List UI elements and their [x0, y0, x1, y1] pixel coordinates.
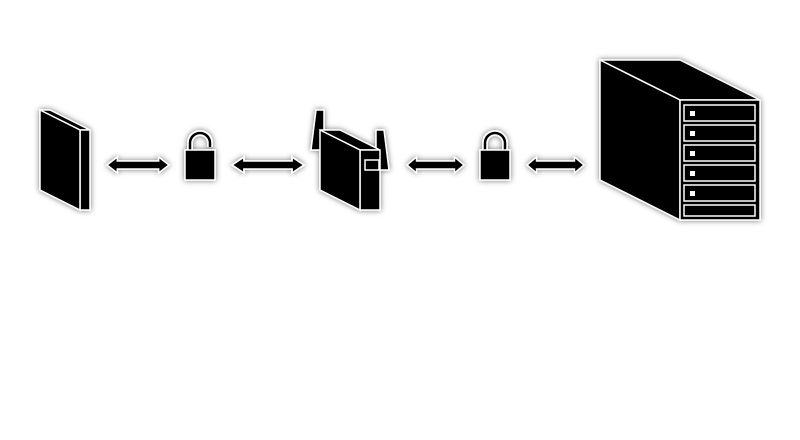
- drive-bay: [683, 144, 756, 162]
- bidirectional-arrow: [526, 156, 585, 174]
- drive-bay: [683, 164, 756, 182]
- padlock-icon: [184, 130, 216, 181]
- drive-bay: [683, 124, 756, 142]
- bidirectional-arrow: [406, 156, 465, 174]
- client-device-icon: [39, 108, 91, 212]
- drive-bay: [683, 184, 756, 202]
- padlock-icon: [479, 130, 511, 181]
- drive-bay: [683, 204, 756, 217]
- bidirectional-arrow: [231, 156, 305, 174]
- drive-bay: [683, 104, 756, 122]
- wireless-router-icon: [310, 109, 390, 212]
- bidirectional-arrow: [106, 156, 170, 174]
- server-tower-icon: [599, 58, 761, 222]
